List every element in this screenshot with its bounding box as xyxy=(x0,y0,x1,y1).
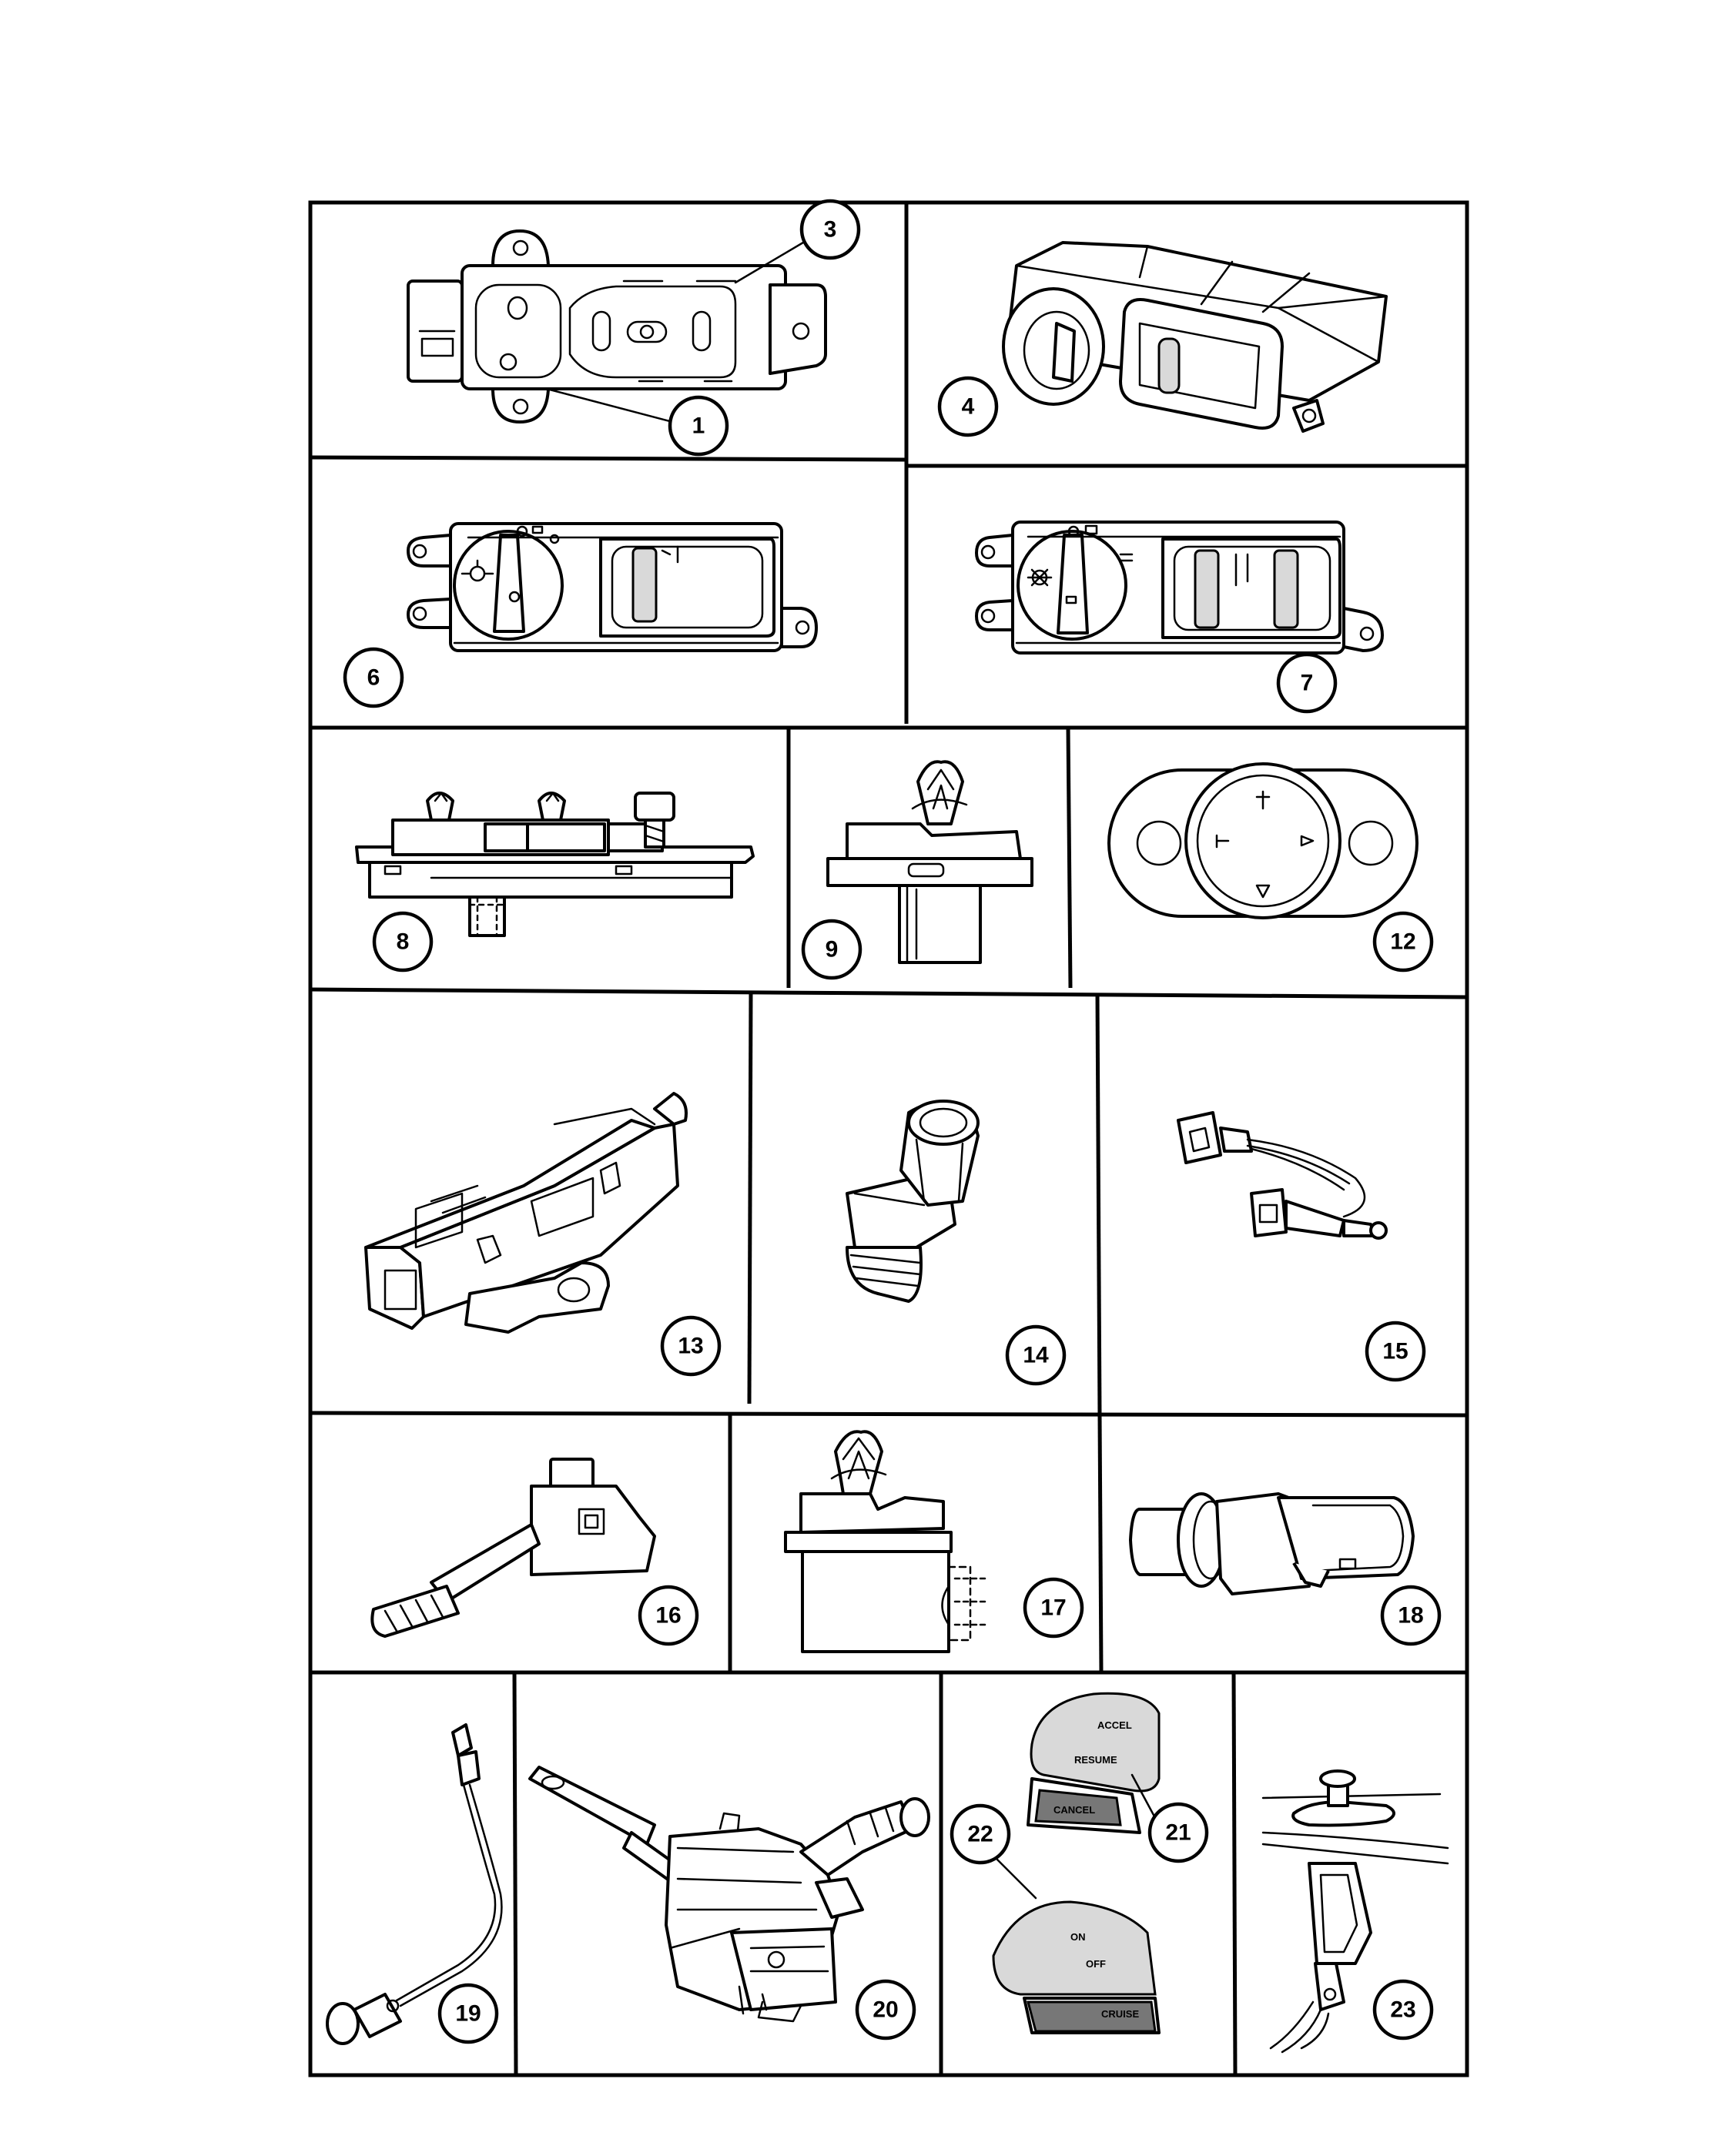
callout-8: 8 xyxy=(372,911,434,973)
resume-label: RESUME xyxy=(1074,1754,1117,1766)
part-12-mirror-switch xyxy=(1107,762,1419,919)
part-6-headlamp-switch xyxy=(407,522,818,652)
svg-text:13: 13 xyxy=(678,1334,703,1359)
callout-18: 18 xyxy=(1380,1585,1442,1646)
svg-text:18: 18 xyxy=(1398,1603,1423,1629)
off-label: OFF xyxy=(1086,1958,1106,1970)
svg-text:4: 4 xyxy=(962,394,975,420)
part-17-switch xyxy=(784,1430,987,1653)
callout-13: 13 xyxy=(660,1315,722,1377)
part-21-cruise-switch-pad: ACCEL RESUME CANCEL xyxy=(1027,1692,1161,1834)
callout-21: 21 xyxy=(1147,1802,1209,1863)
part-15-wiring-switch xyxy=(1177,1111,1388,1240)
svg-text:8: 8 xyxy=(397,929,410,955)
part-4-switch-module xyxy=(1002,241,1388,433)
callout-14: 14 xyxy=(1005,1324,1067,1386)
svg-text:7: 7 xyxy=(1301,671,1314,696)
part-9-switch xyxy=(826,760,1033,964)
part-7-headlamp-switch xyxy=(975,521,1384,654)
svg-text:17: 17 xyxy=(1040,1595,1066,1621)
callout-9: 9 xyxy=(801,919,862,980)
callout-19: 19 xyxy=(437,1983,499,2044)
part-18-oil-pressure-switch xyxy=(1129,1492,1415,1595)
callout-15: 15 xyxy=(1365,1321,1426,1382)
part-16-multifunction-lever xyxy=(370,1458,656,1638)
diagram-frame xyxy=(308,200,1469,2077)
svg-text:22: 22 xyxy=(967,1822,993,1847)
svg-text:3: 3 xyxy=(824,217,837,243)
callout-6: 6 xyxy=(343,647,404,708)
cruise-label: CRUISE xyxy=(1101,2008,1139,2020)
callout-16: 16 xyxy=(638,1585,699,1646)
callout-20: 20 xyxy=(855,1979,916,2040)
callout-3: 3 xyxy=(799,199,861,260)
on-label: ON xyxy=(1070,1931,1086,1943)
svg-text:15: 15 xyxy=(1382,1339,1408,1364)
svg-text:14: 14 xyxy=(1023,1343,1049,1368)
svg-text:19: 19 xyxy=(455,2001,481,2027)
part-22-cruise-switch-pad: ON OFF CRUISE xyxy=(992,1858,1161,2034)
accel-label: ACCEL xyxy=(1097,1719,1132,1731)
callout-17: 17 xyxy=(1023,1577,1084,1639)
svg-text:23: 23 xyxy=(1390,1997,1415,2023)
svg-text:9: 9 xyxy=(826,937,839,962)
callout-1: 1 xyxy=(668,395,729,457)
callout-7: 7 xyxy=(1276,652,1338,714)
svg-text:20: 20 xyxy=(873,1997,898,2023)
part-19-sensor-lead xyxy=(326,1723,503,2045)
svg-text:1: 1 xyxy=(692,413,705,439)
part-1-switch-assembly xyxy=(407,229,827,429)
callout-12: 12 xyxy=(1372,911,1434,973)
svg-text:21: 21 xyxy=(1165,1820,1191,1846)
svg-text:16: 16 xyxy=(655,1603,681,1629)
part-23-door-jamb-switch xyxy=(1261,1769,1449,2054)
cancel-label: CANCEL xyxy=(1053,1804,1095,1816)
part-13-brake-lamp-switch xyxy=(364,1092,688,1334)
svg-text:6: 6 xyxy=(367,665,380,691)
svg-text:12: 12 xyxy=(1390,929,1415,955)
callout-markers: 1 3 4 6 7 8 9 12 13 14 15 16 17 18 19 20… xyxy=(343,199,1442,2044)
part-14-pressure-switch xyxy=(846,1100,980,1303)
part-20-steering-column-switch xyxy=(528,1766,930,2023)
callout-4: 4 xyxy=(937,376,999,437)
callout-23: 23 xyxy=(1372,1979,1434,2040)
callout-22: 22 xyxy=(950,1803,1011,1865)
part-8-switch-bracket xyxy=(355,792,755,937)
